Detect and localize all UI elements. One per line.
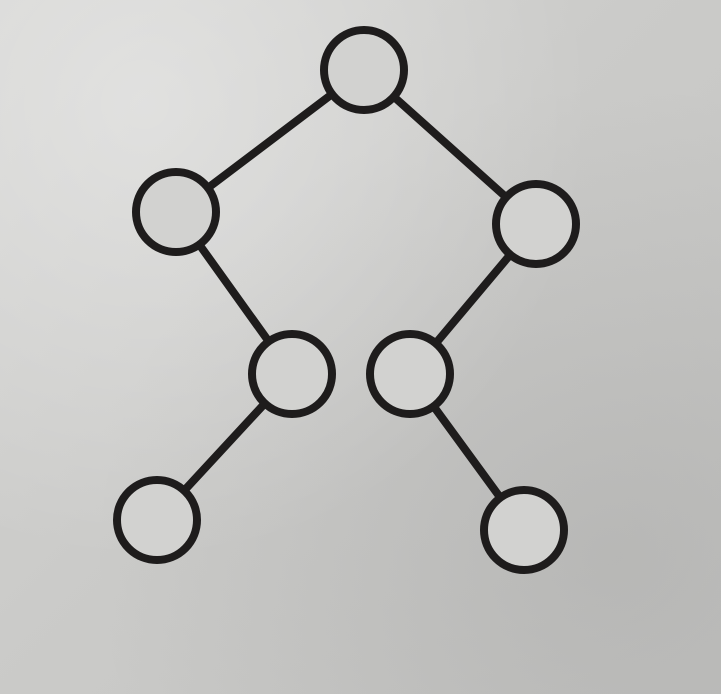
node-root [320, 26, 408, 114]
node-right-left [366, 330, 454, 418]
nodes-layer [113, 26, 580, 574]
node-left-right [248, 330, 336, 418]
edge-left-right-to-left-right-left [180, 399, 269, 495]
edge-right-to-right-left [431, 250, 515, 348]
edge-right-left-to-right-left-right [429, 402, 505, 502]
edge-left-to-left-right [195, 240, 273, 346]
edge-root-to-right [389, 92, 511, 202]
edge-root-to-left [203, 90, 337, 192]
edges-layer [180, 90, 515, 502]
node-left-right-left [113, 476, 201, 564]
node-right-left-right [480, 486, 568, 574]
node-right [492, 180, 580, 268]
node-left [132, 168, 220, 256]
